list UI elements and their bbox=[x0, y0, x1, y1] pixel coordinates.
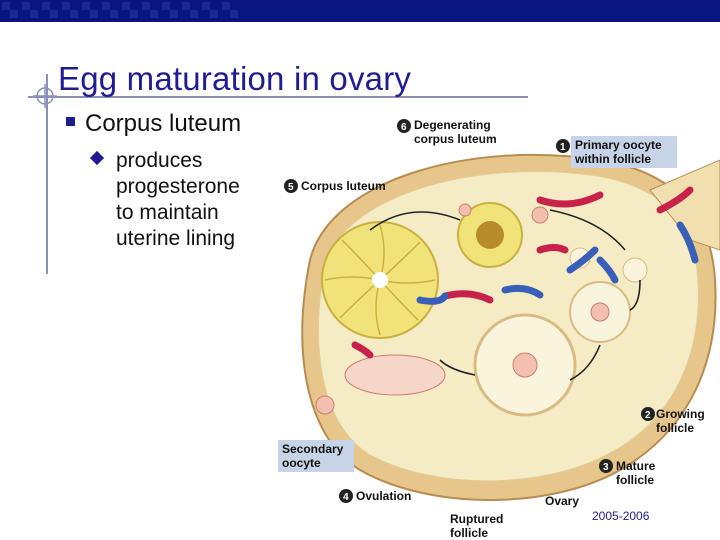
square-bullet-icon bbox=[66, 117, 75, 127]
primary-follicle bbox=[531, 206, 549, 224]
svg-text:follicle: follicle bbox=[616, 473, 654, 487]
footer-year: 2005-2006 bbox=[592, 509, 650, 523]
secondary-oocyte bbox=[315, 395, 335, 415]
checker-pattern bbox=[2, 2, 238, 18]
blood-vessels bbox=[351, 186, 699, 359]
svg-text:Ruptured: Ruptured bbox=[450, 512, 503, 526]
svg-text:2: 2 bbox=[645, 410, 651, 421]
diamond-bullet-icon bbox=[89, 150, 105, 166]
cycle-arrows bbox=[369, 209, 641, 381]
label-5: 5 Corpus luteum bbox=[284, 179, 386, 193]
title-underline bbox=[28, 96, 528, 98]
top-banner bbox=[0, 0, 720, 22]
svg-text:follicle: follicle bbox=[450, 526, 488, 540]
svg-text:Growing: Growing bbox=[656, 407, 705, 421]
svg-text:6: 6 bbox=[401, 122, 407, 133]
ligament bbox=[649, 159, 720, 251]
label-4: 4 Ovulation bbox=[339, 489, 411, 503]
crosshair-icon bbox=[33, 84, 57, 108]
bullet-text: Corpus luteum bbox=[85, 110, 242, 137]
svg-text:within follicle: within follicle bbox=[574, 152, 651, 166]
svg-text:Primary oocyte: Primary oocyte bbox=[575, 138, 662, 152]
sub-bullet-text: produces progesterone to maintain uterin… bbox=[116, 149, 240, 250]
growing-follicle bbox=[569, 281, 631, 343]
svg-text:corpus luteum: corpus luteum bbox=[414, 132, 497, 146]
left-rule bbox=[46, 74, 48, 274]
svg-text:Mature: Mature bbox=[616, 459, 656, 473]
corpus-luteum bbox=[321, 221, 439, 339]
degenerating-corpus-luteum bbox=[457, 202, 523, 268]
svg-text:Ovary: Ovary bbox=[545, 494, 579, 508]
slide-title: Egg maturation in ovary bbox=[58, 60, 412, 97]
mature-follicle bbox=[473, 313, 577, 417]
svg-text:oocyte: oocyte bbox=[282, 456, 321, 470]
svg-text:4: 4 bbox=[343, 492, 349, 503]
svg-text:3: 3 bbox=[603, 462, 609, 473]
ruptured-follicle bbox=[344, 354, 446, 396]
svg-text:Ovulation: Ovulation bbox=[356, 489, 411, 503]
svg-text:Corpus luteum: Corpus luteum bbox=[301, 179, 386, 193]
svg-text:5: 5 bbox=[288, 182, 294, 193]
sub-bullet: produces progesterone to maintain uterin… bbox=[104, 148, 274, 252]
svg-text:Secondary: Secondary bbox=[282, 442, 344, 456]
svg-text:1: 1 bbox=[560, 142, 566, 153]
label-ovary: Ovary bbox=[545, 494, 579, 508]
svg-text:follicle: follicle bbox=[656, 421, 694, 435]
bullet-corpus-luteum: Corpus luteum bbox=[66, 110, 241, 138]
svg-text:Degenerating: Degenerating bbox=[414, 118, 491, 132]
